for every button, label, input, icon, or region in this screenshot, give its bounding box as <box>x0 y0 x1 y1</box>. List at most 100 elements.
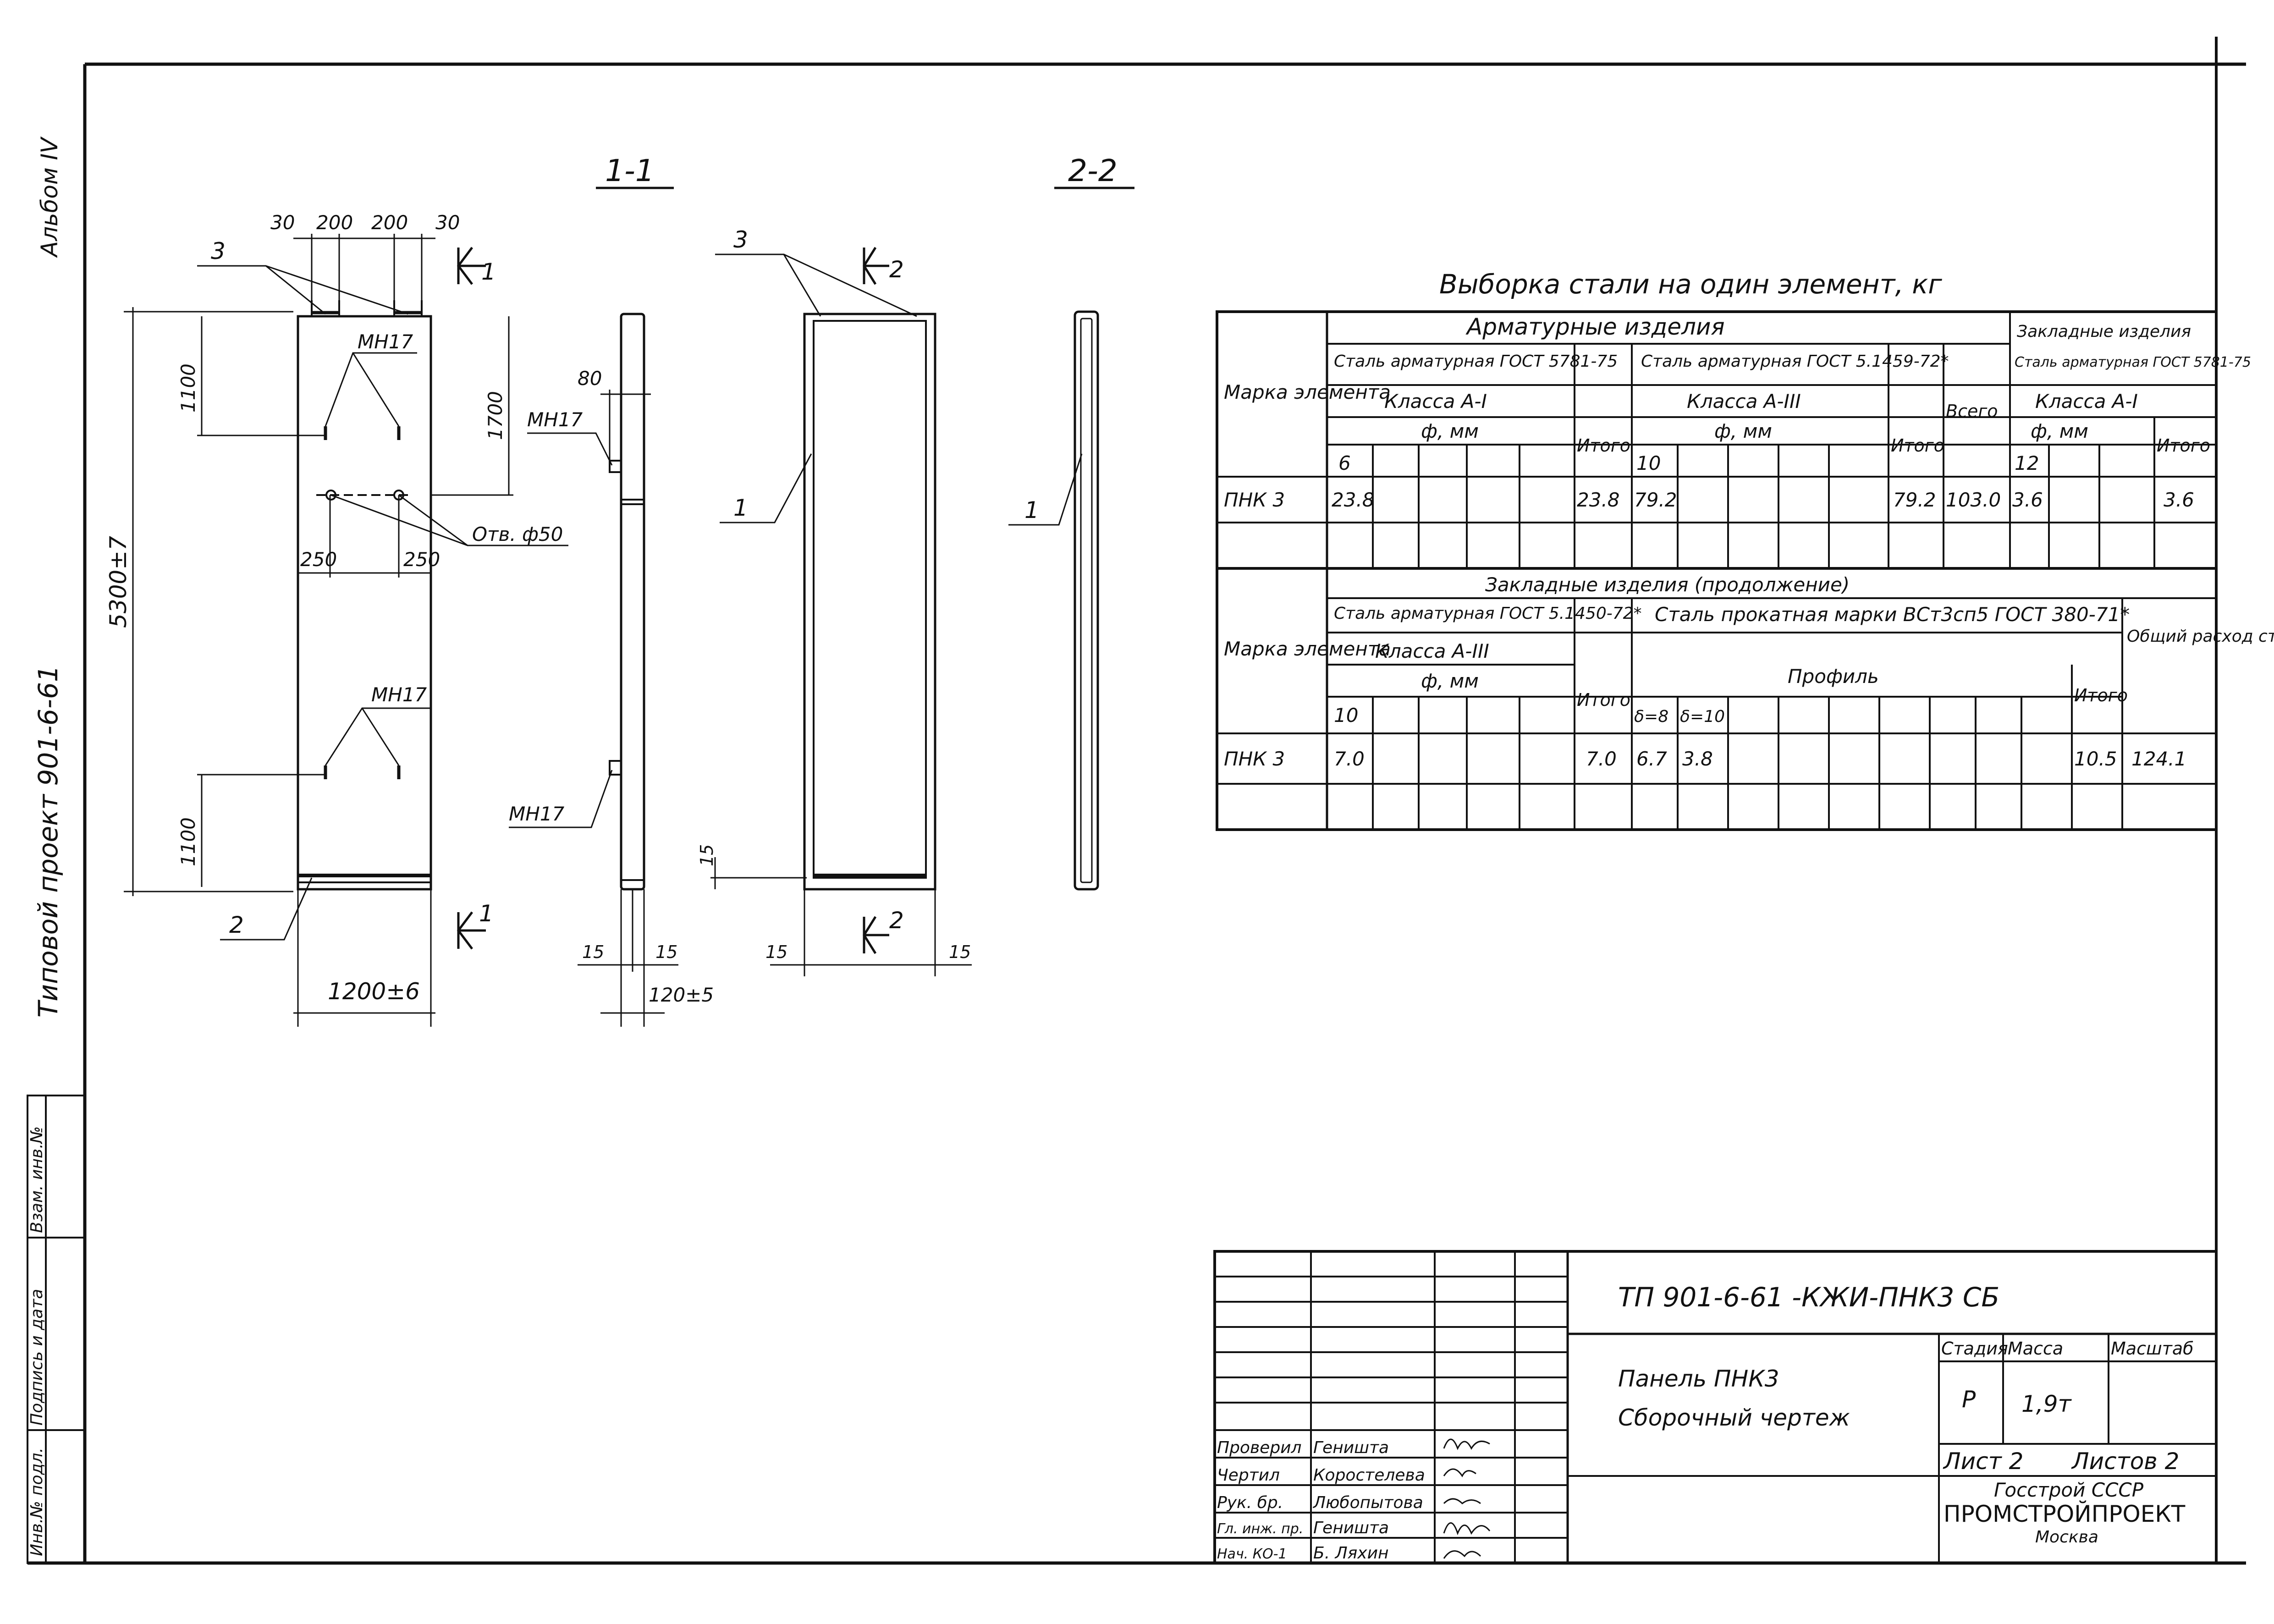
pos-1a-label: 1 <box>733 495 748 521</box>
dim-250b: 250 <box>403 548 440 571</box>
dim-1700: 1700 <box>484 391 507 440</box>
dim-15e-label: 15 <box>949 942 971 962</box>
section-2-narrow-view: 1 <box>1008 310 1099 891</box>
steel2-label: Сталь арматурная ГОСТ 5.1459-72* <box>1641 352 1949 371</box>
role-2: Рук. бр. <box>1217 1493 1283 1512</box>
sign-date-label: Подпись и дата <box>28 1289 46 1426</box>
bottom-itogo2: Итого <box>2074 685 2128 705</box>
top-row-mark: ПНК 3 <box>1224 489 1285 511</box>
side-stamp: Инв.№ подл. Подпись и дата Взам. инв.№ <box>27 1095 86 1564</box>
pos-2-label: 2 <box>229 912 244 938</box>
d3-label: 12 <box>2015 452 2039 474</box>
top-v2t: 79.2 <box>1893 489 1936 511</box>
name-3: Геништа <box>1313 1519 1389 1537</box>
bottom-p2v: 3.8 <box>1682 748 1713 770</box>
stamp-org3: Москва <box>2035 1528 2098 1547</box>
cut-2a-label: 2 <box>889 256 904 283</box>
bottom-d1: 10 <box>1334 704 1358 727</box>
bottom-class1: Класса А-III <box>1375 640 1489 662</box>
mn17c-label: МН17 <box>527 408 583 431</box>
steel-table: Марка элемента Арматурные изделия Заклад… <box>1216 310 2274 831</box>
mn17a-label: МН17 <box>358 330 413 353</box>
vsego-label: Всего <box>1946 401 1998 421</box>
pos-3a-label: 3 <box>211 238 226 264</box>
role-1: Чертил <box>1217 1466 1280 1485</box>
name-0: Геништа <box>1313 1438 1389 1457</box>
album-label: Альбом IV <box>36 136 63 258</box>
role-0: Проверил <box>1217 1438 1302 1457</box>
hole-label: Отв. ф50 <box>472 523 563 545</box>
mn17d-label: МН17 <box>509 803 565 825</box>
bottom-p1v: 6.7 <box>1636 748 1667 770</box>
dim-15b-label: 15 <box>655 942 677 962</box>
bottom-header: Закладные изделия (продолжение) <box>1485 573 1850 596</box>
dim-1200: 1200±6 <box>328 978 420 1005</box>
pos-1b-label: 1 <box>1024 497 1039 523</box>
phi2-label: ф, мм <box>1714 420 1772 442</box>
panel-front-view <box>297 300 432 891</box>
stamp-list: Лист 2 <box>1943 1448 2023 1475</box>
stamp-stadiya-val: Р <box>1962 1386 1976 1413</box>
section-2-view: 15 15 15 3 1 2 2 <box>697 226 972 976</box>
signatures <box>1443 1438 1491 1559</box>
steel-table-title: Выборка стали на один элемент, кг <box>1439 269 1942 300</box>
bottom-itogo-val: 10.5 <box>2074 748 2117 770</box>
bottom-itogo1: Итого <box>1577 690 1630 710</box>
top-v3: 3.6 <box>2012 489 2043 511</box>
bottom-p2: δ=10 <box>1680 707 1725 726</box>
cut-1b-label: 1 <box>479 900 494 927</box>
pos-3b-label: 3 <box>733 226 748 253</box>
steel3-label: Сталь арматурная ГОСТ 5781-75 <box>2015 354 2251 370</box>
name-2: Любопытова <box>1312 1493 1423 1512</box>
stamp-title1: Панель ПНК3 <box>1618 1365 1779 1392</box>
section-1-view: 80 МН17 МН17 15 15 120±5 <box>509 313 714 1027</box>
stamp-org1: Госстрой СССР <box>1994 1479 2144 1501</box>
armatura-header: Арматурные изделия <box>1465 314 1725 340</box>
dim-200b: 200 <box>371 211 408 234</box>
mn17b-label: МН17 <box>371 683 427 706</box>
stamp-stadiya-label: Стадия <box>1941 1338 2008 1359</box>
stamp-listov: Листов 2 <box>2071 1448 2179 1475</box>
bottom-total: 124.1 <box>2131 748 2186 770</box>
d2-label: 10 <box>1636 452 1661 474</box>
name-1: Коростелева <box>1313 1466 1425 1485</box>
dim-1100b: 1100 <box>177 817 199 866</box>
dim-5300: 5300±7 <box>105 536 132 628</box>
dim-80-label: 80 <box>578 367 602 390</box>
role-4: Нач. КО-1 <box>1217 1546 1287 1562</box>
class3-label: Класса А-I <box>2035 390 2138 413</box>
dim-15a-label: 15 <box>582 942 604 962</box>
zakladnye-header: Закладные изделия <box>2017 322 2191 341</box>
itogo1-label: Итого <box>1577 435 1630 456</box>
dim-15d-label: 15 <box>765 942 787 962</box>
top-marka-label: Марка элемента <box>1224 381 1391 403</box>
bottom-steel1: Сталь арматурная ГОСТ 5.1450-72* <box>1334 604 1642 623</box>
dim-30a: 30 <box>270 211 295 234</box>
bottom-v1t: 7.0 <box>1586 748 1617 770</box>
front-dimensions: 30 200 200 30 5300±7 1100 1100 1700 250 … <box>105 211 513 1027</box>
dim-250a: 250 <box>300 548 337 571</box>
role-3: Гл. инж. пр. <box>1217 1521 1303 1537</box>
itogo3-label: Итого <box>2157 435 2210 456</box>
phi1-label: ф, мм <box>1421 420 1479 442</box>
stamp-title2: Сборочный чертеж <box>1618 1404 1850 1431</box>
class2-label: Класса А-III <box>1687 390 1801 413</box>
dim-30b: 30 <box>435 211 460 234</box>
class1-label: Класса А-I <box>1384 390 1487 413</box>
stamp-massa-label: Масса <box>2008 1338 2063 1359</box>
bottom-marka-label: Марка элемента <box>1224 638 1391 660</box>
phi3-label: ф, мм <box>2031 420 2088 442</box>
stamp-massa-val: 1,9т <box>2021 1391 2072 1417</box>
front-leaders: 3 МН17 Отв. ф50 МН17 2 1 1 <box>197 238 568 950</box>
title-block: ТП 901-6-61 -КЖИ-ПНК3 СБ Панель ПНК3 Сбо… <box>1213 1250 2218 1564</box>
section-1-title: 1-1 <box>605 153 655 188</box>
stamp-code: ТП 901-6-61 -КЖИ-ПНК3 СБ <box>1618 1282 1999 1313</box>
dim-1100a: 1100 <box>177 363 199 413</box>
bottom-phi: ф, мм <box>1421 670 1479 692</box>
bottom-p1: δ=8 <box>1634 707 1668 726</box>
dim-15c-label: 15 <box>697 844 717 866</box>
top-v1t: 23.8 <box>1577 489 1620 511</box>
project-label: Типовой проект 901-6-61 <box>33 665 64 1018</box>
cut-1a-label: 1 <box>481 259 496 285</box>
bottom-row-mark: ПНК 3 <box>1224 748 1285 770</box>
